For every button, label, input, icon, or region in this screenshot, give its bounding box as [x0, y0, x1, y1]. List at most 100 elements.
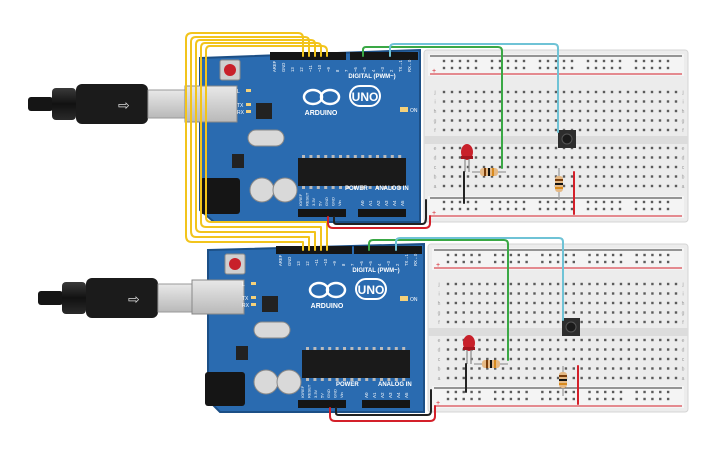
rail-hole [556, 397, 560, 401]
reset-button-cap[interactable] [224, 64, 236, 76]
terminal-hole [442, 146, 446, 150]
terminal-hole [580, 338, 583, 342]
wire-green[interactable] [368, 239, 509, 361]
usb-strain-relief [52, 88, 76, 120]
chip-pin [346, 155, 350, 158]
terminal-hole [634, 128, 638, 132]
terminal-hole [564, 292, 568, 295]
chip-pin [372, 347, 376, 350]
terminal-hole [482, 146, 486, 150]
terminal-hole [446, 311, 450, 314]
power-pin-label: Vin [339, 392, 344, 398]
rail-hole [634, 200, 638, 204]
pushbutton-1[interactable] [558, 130, 576, 148]
terminal-hole [538, 165, 542, 169]
rail-hole [562, 200, 566, 204]
row-letter: e [438, 338, 441, 344]
wire-green[interactable] [362, 46, 503, 169]
rail-hole [650, 59, 654, 63]
pushbutton-2[interactable] [562, 318, 580, 336]
terminal-hole [482, 109, 486, 113]
chip-pin [335, 378, 339, 381]
rail-hole [458, 66, 462, 70]
terminal-hole [474, 156, 478, 159]
terminal-hole [635, 282, 638, 286]
rail-hole [666, 390, 670, 394]
pushbutton-cap[interactable] [565, 321, 577, 333]
wire-cyan[interactable] [395, 237, 564, 321]
rail-hole [538, 200, 542, 204]
terminal-hole [546, 165, 550, 169]
resistor-band [494, 360, 496, 368]
terminal-hole [549, 357, 552, 361]
pin-label: ~9 [332, 261, 337, 266]
resistor-band [559, 379, 567, 381]
terminal-hole [541, 320, 544, 324]
terminal-hole [572, 338, 575, 342]
terminal-hole [525, 301, 528, 305]
terminal-hole [556, 292, 560, 295]
terminal-hole [462, 376, 465, 380]
terminal-hole [490, 100, 494, 103]
terminal-hole [470, 282, 473, 286]
terminal-hole [596, 311, 599, 314]
rail-hole [659, 253, 662, 257]
rail-hole [506, 59, 510, 63]
rail-hole [596, 260, 599, 264]
wire-red[interactable] [327, 215, 431, 229]
led-on [400, 107, 408, 112]
terminal-hole [674, 175, 678, 178]
terminal-hole [538, 146, 542, 150]
rail-hole [538, 207, 542, 211]
pushbutton-cap[interactable] [561, 133, 573, 145]
wire-yellow[interactable] [200, 42, 322, 251]
terminal-hole [674, 376, 678, 380]
wire-black[interactable] [333, 199, 427, 225]
terminal-hole [610, 90, 614, 94]
terminal-hole [490, 128, 494, 132]
usb-chip [262, 296, 278, 312]
terminal-hole [530, 165, 534, 169]
terminal-hole [509, 367, 513, 370]
rail-hole [586, 200, 590, 204]
terminal-hole [627, 320, 631, 324]
row-letter: f [438, 320, 440, 326]
terminal-hole [517, 376, 520, 380]
pin-label: ~5 [368, 261, 373, 266]
rail-hole [541, 260, 544, 264]
terminal-hole [626, 165, 630, 169]
wire-black[interactable] [335, 389, 432, 416]
terminal-hole [466, 165, 470, 169]
wire-yellow[interactable] [185, 32, 304, 251]
wire-yellow[interactable] [195, 39, 316, 251]
terminal-hole [556, 282, 560, 286]
usb-icon: ⇨ [128, 291, 140, 307]
usb-strain-relief [62, 282, 86, 314]
wire-cyan[interactable] [389, 43, 559, 133]
terminal-hole [490, 109, 494, 113]
terminal-hole [619, 357, 623, 361]
terminal-hole [454, 367, 458, 370]
terminal-hole [562, 156, 566, 159]
reset-button-cap[interactable] [229, 258, 241, 270]
wire-yellow[interactable] [190, 36, 310, 251]
terminal-hole [442, 109, 446, 113]
terminal-hole [674, 128, 678, 132]
terminal-hole [493, 338, 497, 342]
terminal-hole [509, 376, 513, 380]
rail-hole [462, 397, 465, 401]
rail-hole [594, 66, 598, 70]
terminal-hole [626, 146, 630, 150]
terminal-hole [506, 128, 510, 132]
terminal-hole [674, 301, 678, 305]
wire-red[interactable] [329, 405, 436, 422]
chip-pin [380, 378, 383, 381]
terminal-hole [530, 119, 534, 122]
terminal-hole [546, 175, 550, 178]
rail-hole [446, 253, 450, 257]
terminal-hole [446, 338, 450, 342]
wire-yellow[interactable] [205, 45, 328, 251]
terminal-hole [611, 292, 615, 295]
terminal-hole [610, 100, 614, 103]
chip-pin [361, 155, 365, 158]
